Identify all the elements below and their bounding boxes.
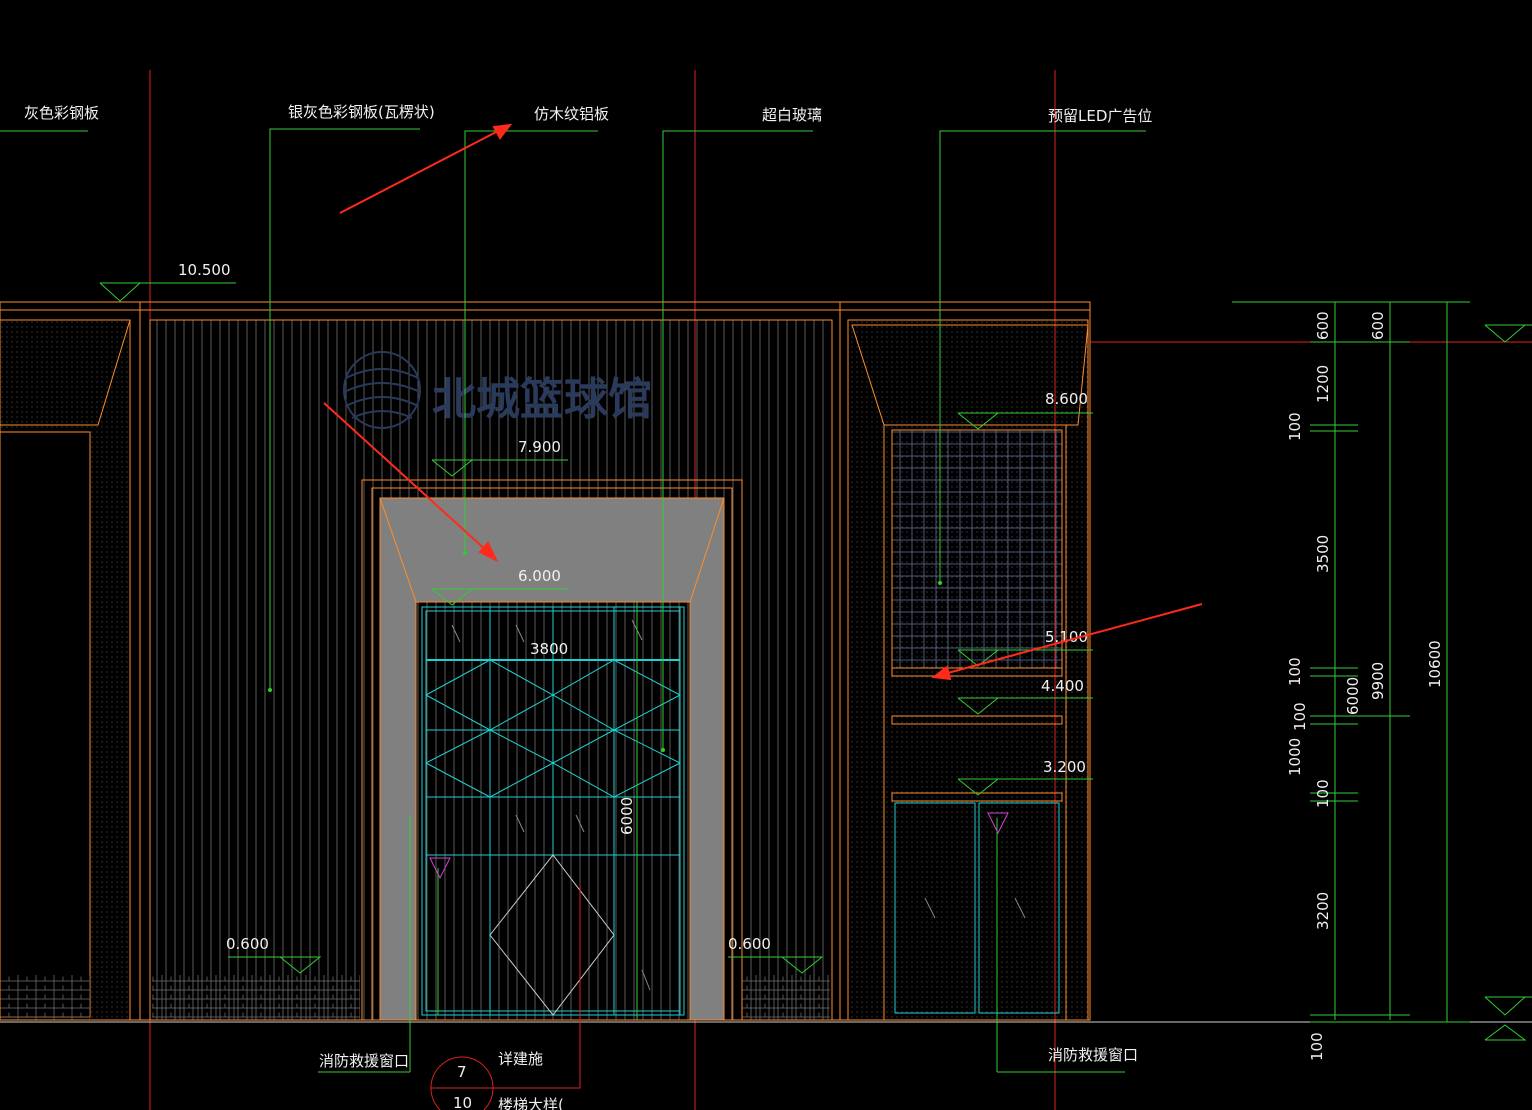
label-silver-steel: 银灰色彩钢板(瓦楞状): [288, 103, 435, 121]
dim-c1-0: 600: [1314, 311, 1332, 340]
level-led-top: 8.600: [1045, 390, 1088, 408]
dim-c1-3: 3500: [1314, 535, 1332, 573]
dim-c1-2: 100: [1286, 412, 1304, 441]
detail-note-2: 楼梯大样(: [498, 1096, 564, 1110]
label-fire-window-right: 消防救援窗口: [1048, 1046, 1138, 1064]
central-wall: [149, 319, 833, 1021]
label-gray-steel: 灰色彩钢板: [24, 104, 99, 122]
glass-curtain: [421, 606, 685, 1016]
label-wood-alu: 仿木纹铝板: [534, 105, 609, 123]
entrance-frame: [361, 479, 743, 1021]
right-block: [847, 319, 1089, 1021]
level-roof: 10.500: [178, 261, 231, 279]
detail-note: 详建施: [498, 1050, 543, 1068]
level-canopy: 7.900: [518, 438, 561, 456]
annotation-arrows: [323, 123, 1203, 681]
door-markers: [429, 812, 1009, 880]
dim-c2-1: 6000: [1344, 677, 1362, 715]
dim-c1-6: 1000: [1286, 738, 1304, 776]
dim-c3: 9900: [1369, 662, 1387, 700]
dim-c4: 10600: [1426, 640, 1444, 688]
level-window-top: 3.200: [1043, 758, 1086, 776]
dim-c1-8: 3200: [1314, 892, 1332, 930]
label-fire-window-left: 消防救援窗口: [319, 1052, 409, 1070]
logo: 北城篮球馆: [343, 351, 652, 429]
dimension-chains: [1232, 301, 1470, 1023]
basketball-globe-icon: [343, 351, 421, 429]
dim-c2-0: 600: [1369, 311, 1387, 340]
level-base-left: 0.600: [226, 935, 269, 953]
dim-c1-9: 100: [1308, 1032, 1326, 1061]
logo-text: 北城篮球馆: [432, 374, 652, 425]
dim-c1-1: 1200: [1314, 365, 1332, 403]
label-led-reserve: 预留LED广告位: [1048, 107, 1152, 125]
dim-c1-7: 100: [1314, 779, 1332, 808]
dim-c1-5: 100: [1291, 702, 1309, 731]
detail-bottom-number: 10: [453, 1094, 472, 1110]
level-markers: [99, 282, 1532, 1041]
level-door-top: 6.000: [518, 567, 561, 585]
level-led-bottom: 5.100: [1045, 628, 1088, 646]
dim-door-height: 6000: [618, 797, 636, 835]
level-base-right: 0.600: [728, 935, 771, 953]
detail-reference: 7 10: [430, 885, 581, 1110]
leader-dots: [268, 551, 942, 752]
level-band: 4.400: [1041, 677, 1084, 695]
dim-c1-4: 100: [1286, 657, 1304, 686]
leader-lines: [0, 128, 1146, 1073]
dim-door-width: 3800: [530, 640, 568, 658]
detail-top-number: 7: [457, 1063, 467, 1081]
left-wall: [0, 319, 131, 1021]
label-clear-glass: 超白玻璃: [762, 106, 822, 124]
